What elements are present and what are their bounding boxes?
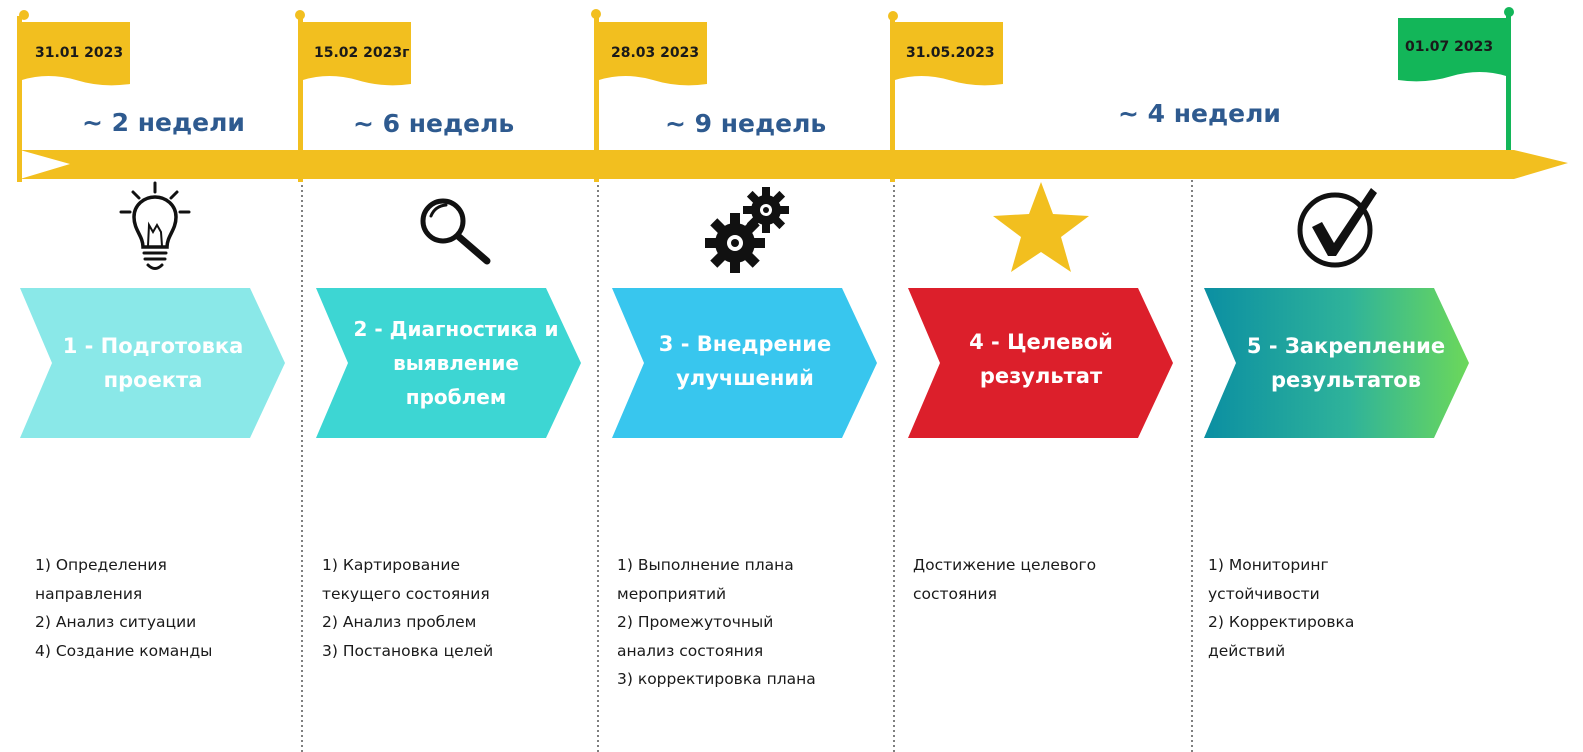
gears-icon (705, 187, 789, 273)
flag-poles (17, 7, 1514, 182)
duration-label-2: ~ 6 недель (353, 109, 515, 138)
checkmark-circle-icon (1297, 188, 1377, 268)
magnifier-icon (420, 198, 491, 265)
star-icon (993, 182, 1089, 272)
stage-1-chevron (20, 288, 285, 438)
stage-4-title: 4 - Целевой результат (969, 330, 1113, 388)
milestone-flag-4 (895, 22, 1003, 86)
milestone-date-5: 01.07 2023 (1405, 39, 1494, 55)
stage-4-description: Достижение целевого состояния (913, 556, 1097, 603)
flags (22, 18, 1506, 86)
stage-4-chevron (908, 288, 1173, 438)
stage-1-title: 1 - Подготовка проекта (62, 334, 244, 392)
timeline-arrow (20, 150, 1568, 179)
milestone-date-4: 31.05.2023 (906, 45, 995, 61)
stage-2-chevron (316, 288, 581, 438)
milestone-date-1: 31.01 2023 (35, 45, 124, 61)
milestone-flag-3 (599, 22, 707, 86)
milestone-flag-1 (22, 22, 130, 86)
stage-chevrons (20, 288, 1469, 438)
stage-separators (301, 180, 1193, 752)
duration-label-3: ~ 9 недель (665, 109, 827, 138)
stage-2-description: 1) Картирование текущего состояния 2) Ан… (322, 556, 494, 660)
stage-3-title: 3 - Внедрение улучшений (658, 332, 832, 390)
stage-3-chevron (612, 288, 877, 438)
stage-1-description: 1) Определения направления 2) Анализ сит… (35, 556, 213, 660)
stage-2-title: 2 - Диагностика и выявление проблем (353, 317, 559, 409)
stage-5-title: 5 - Закрепление результатов (1246, 334, 1446, 392)
stage-5-description: 1) Мониторинг устойчивости 2) Корректиро… (1208, 556, 1355, 660)
duration-label-1: ~ 2 недели (82, 108, 245, 137)
duration-label-4: ~ 4 недели (1118, 99, 1281, 128)
milestone-flag-5 (1398, 18, 1506, 82)
stage-5-chevron (1204, 288, 1469, 438)
stage-3-description: 1) Выполнение плана мероприятий 2) Проме… (617, 556, 816, 688)
milestone-flag-2 (303, 22, 411, 86)
lightbulb-icon (119, 181, 191, 270)
milestone-date-2: 15.02 2023г (314, 45, 410, 61)
milestone-date-3: 28.03 2023 (611, 45, 700, 61)
